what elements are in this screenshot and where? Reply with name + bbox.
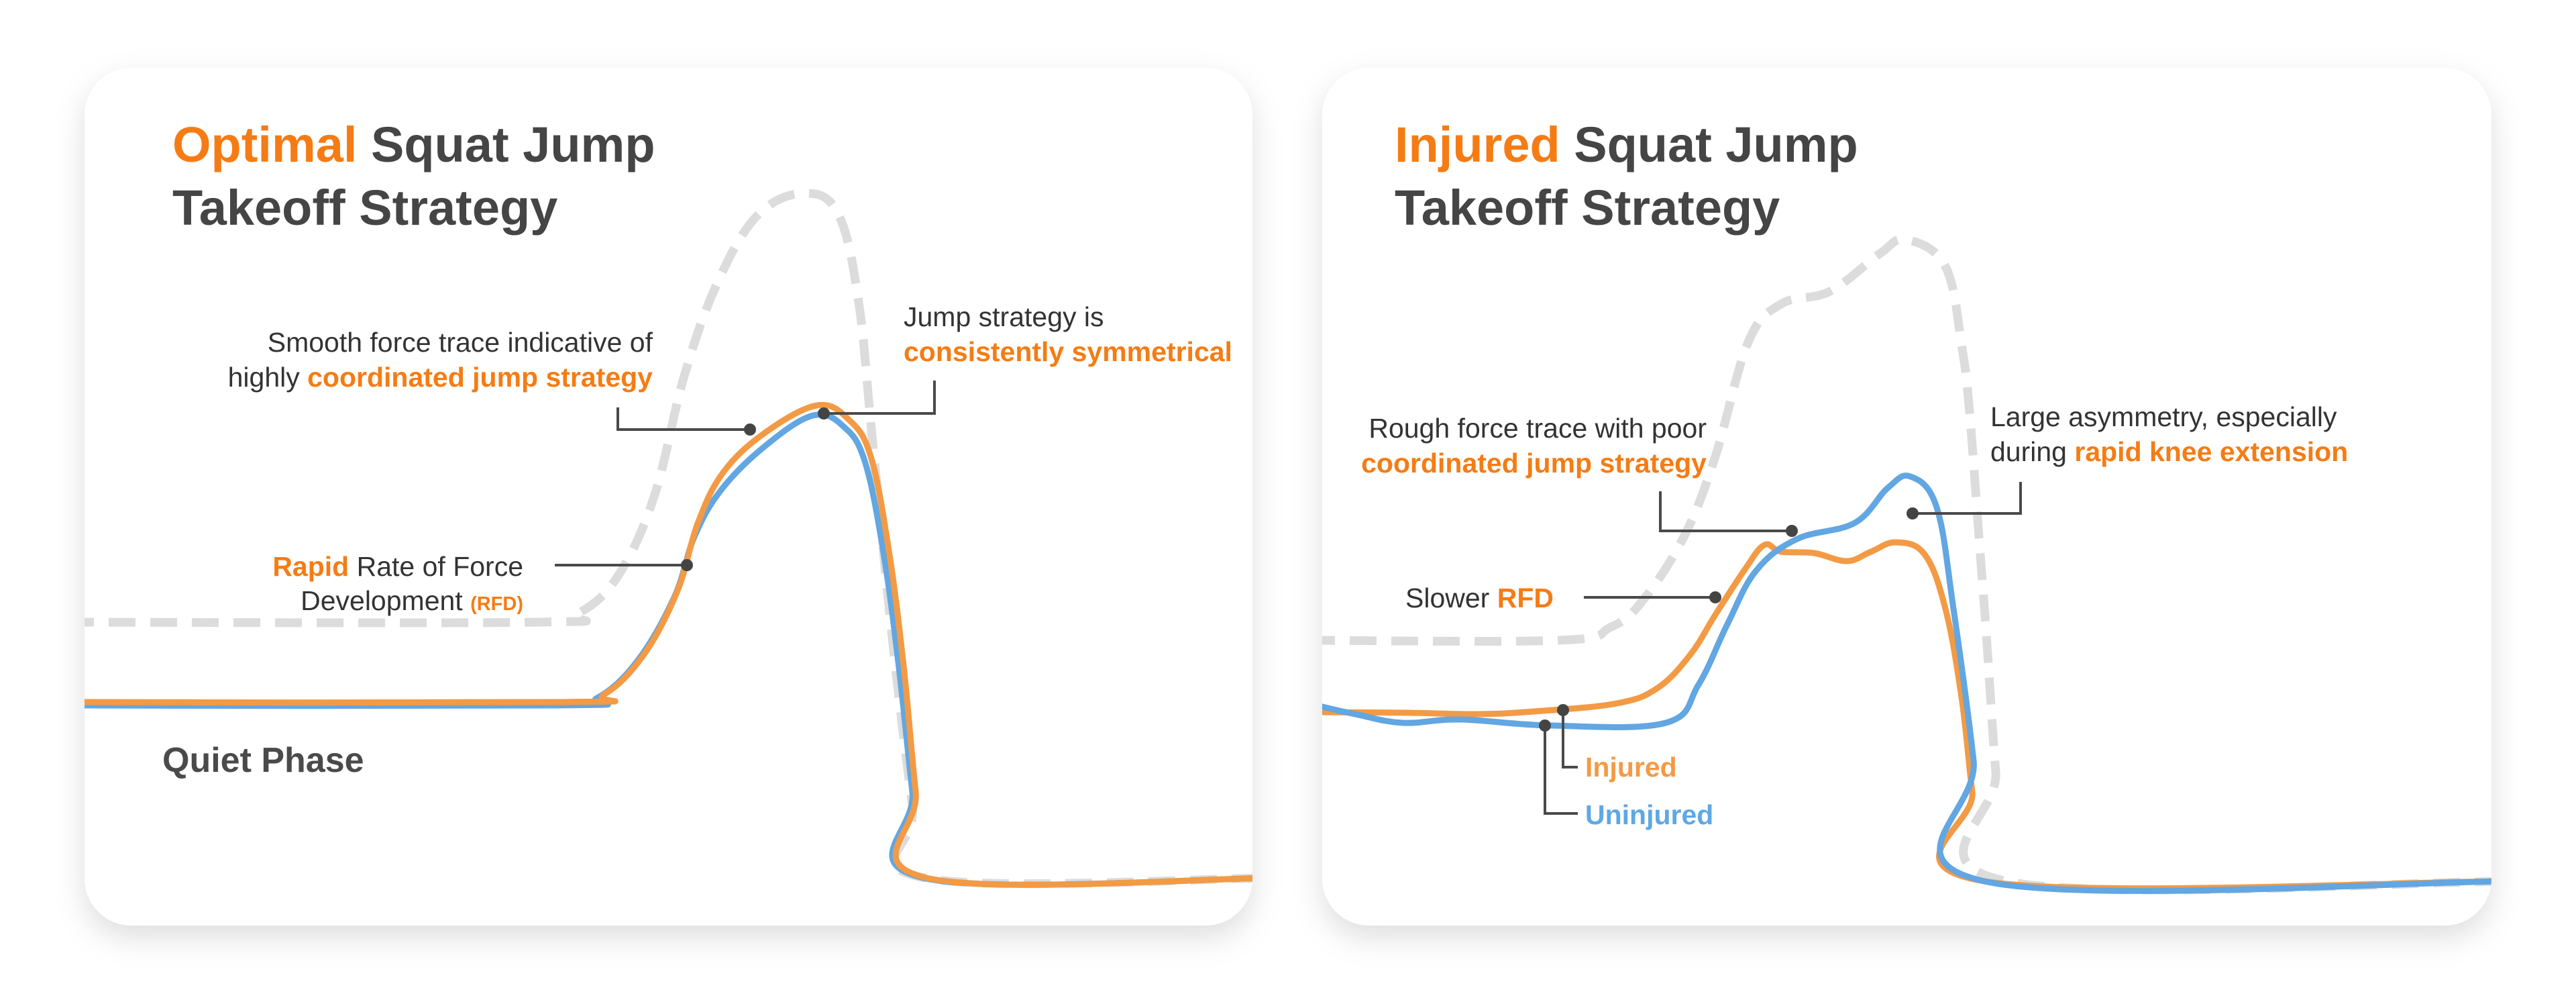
svg-text:Large asymmetry, especially: Large asymmetry, especially [1990,401,2337,432]
svg-text:consistently symmetrical: consistently symmetrical [904,336,1232,367]
injured-trace [85,401,1252,888]
svg-text:highly coordinated jump strate: highly coordinated jump strategy [228,362,653,393]
svg-text:Development (RFD): Development (RFD) [301,585,523,616]
callout-slower-rfd: Slower RFD [1405,583,1721,613]
marker-dot [681,559,693,571]
svg-text:Jump strategy is: Jump strategy is [904,301,1104,332]
svg-text:Slower RFD: Slower RFD [1405,583,1554,613]
injured-trace [1322,539,2491,892]
marker-dot [1709,591,1721,603]
card [85,68,1252,926]
panel-title-line2: Takeoff Strategy [172,180,557,236]
callout-rough-trace: Rough force trace with poor coordinated … [1361,413,1798,537]
connector-line [824,381,936,415]
uninjured-trace [1322,473,2491,894]
svg-text:Smooth force trace indicative: Smooth force trace indicative of [268,327,653,358]
legend-connector-injured [1562,710,1578,768]
callout-smooth-trace: Smooth force trace indicative of highly … [228,327,756,436]
marker-dot [818,407,830,419]
svg-text:coordinated jump strategy: coordinated jump strategy [1361,448,1707,479]
marker-dot [1786,525,1798,537]
svg-text:Rapid Rate of Force: Rapid Rate of Force [272,551,523,582]
callout-asymmetry: Large asymmetry, especially during rapid… [1907,401,2348,519]
panel-title: Injured Squat Jump [1395,117,1858,172]
callout-symmetry: Jump strategy is consistently symmetrica… [818,301,1232,419]
svg-text:during rapid knee extension: during rapid knee extension [1990,436,2348,467]
marker-dot [744,424,756,436]
marker-dot [1907,507,1919,519]
optimal-panel: Optimal Squat Jump Takeoff Strategy Smoo… [85,68,1252,926]
legend-uninjured: Uninjured [1585,799,1713,830]
legend-injured: Injured [1585,752,1677,783]
panel-title: Optimal Squat Jump [172,117,655,172]
legend-connector-uninjured [1544,726,1578,815]
legend-dot-uninjured [1539,719,1551,732]
connector-line [616,407,750,431]
connector-line [1659,491,1792,532]
quiet-phase-label: Quiet Phase [162,741,364,780]
legend-dot-injured [1557,704,1569,716]
connector-line [1913,482,2022,515]
card [1322,68,2491,926]
reference-trace [1322,234,2491,895]
panel-title-line2: Takeoff Strategy [1395,180,1780,236]
callout-rfd: Rapid Rate of Force Development (RFD) [272,551,693,616]
svg-text:Rough force trace with poor: Rough force trace with poor [1368,413,1707,444]
injured-panel: Injured Squat Jump Takeoff Strategy Roug… [1322,68,2491,926]
legend: Injured Uninjured [1539,704,1713,830]
